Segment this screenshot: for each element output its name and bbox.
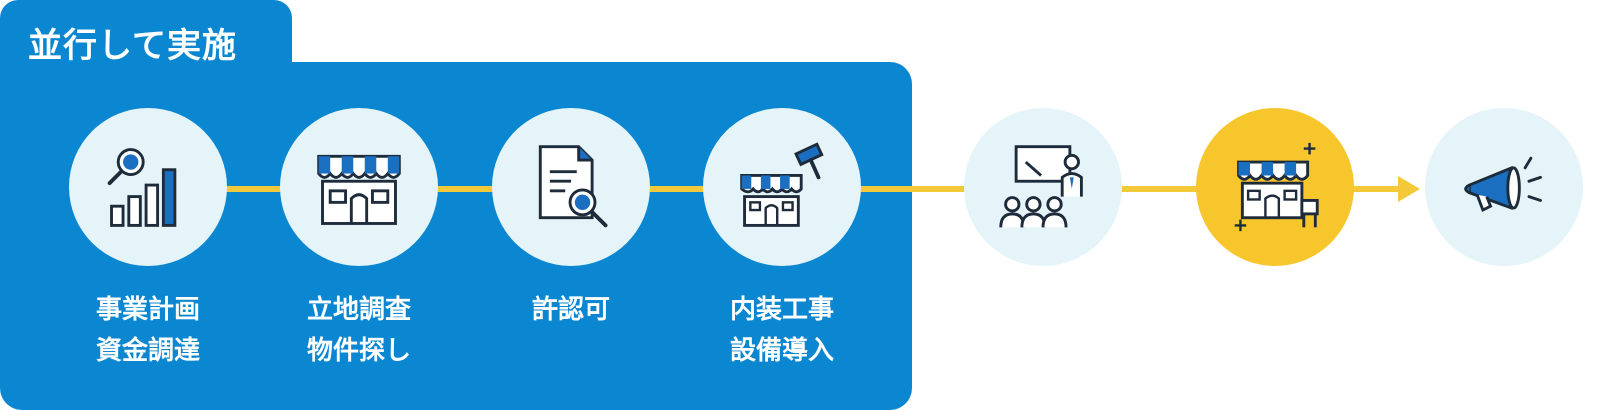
step-training (964, 108, 1122, 266)
step-interior-construction (703, 108, 861, 266)
storefront-icon (317, 154, 401, 225)
business-plan-chart-icon (107, 148, 177, 227)
flow-arrowhead-icon (1398, 176, 1420, 202)
step-permit (492, 108, 650, 266)
step-location (280, 108, 438, 266)
step-interior-construction-label: 内装工事設備導入 (729, 295, 834, 366)
step-location-label: 立地調査物件探し (306, 295, 411, 366)
megaphone-icon (1464, 156, 1542, 213)
step-store-opening (1196, 108, 1354, 266)
step-promotion (1425, 108, 1583, 266)
store-opening-sparkle-icon (1234, 142, 1319, 232)
parallel-tab-title: 並行して実施 (28, 26, 237, 66)
training-presentation-icon (999, 145, 1083, 228)
step-business-plan (69, 108, 227, 266)
step-business-plan-label: 事業計画資金調達 (95, 295, 200, 366)
permit-document-search-icon (538, 145, 608, 228)
step-permit-label: 許認可 (531, 295, 610, 325)
store-construction-hammer-icon (740, 142, 824, 227)
